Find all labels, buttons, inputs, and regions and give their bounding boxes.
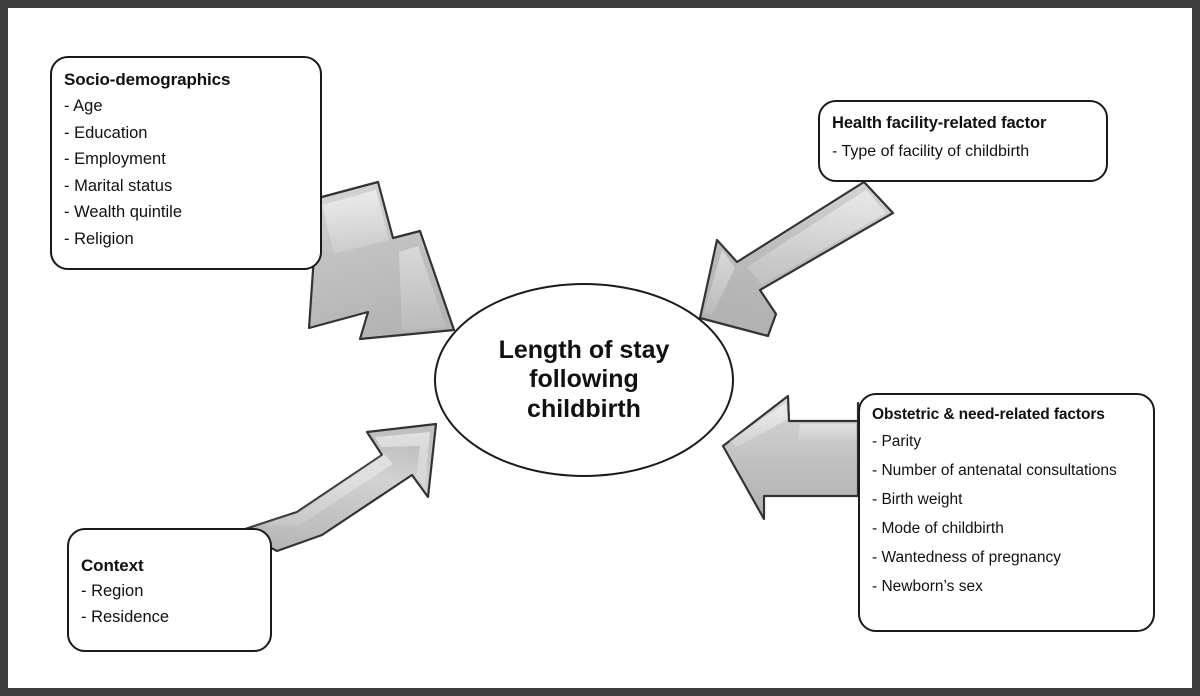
box-socio-item-employment: - Employment — [64, 150, 166, 168]
box-obstetric-title: Obstetric & need-related factors — [872, 406, 1105, 423]
arrow-socio-to-center — [307, 180, 456, 341]
arrow-context-to-center — [237, 422, 438, 553]
box-health-facility[interactable]: Health facility-related factor - Type of… — [818, 100, 1108, 182]
box-obstetric-item-wantedness: - Wantedness of pregnancy — [872, 549, 1061, 566]
box-obstetric-item-antenatal: - Number of antenatal consultations — [872, 462, 1117, 479]
center-outcome-ellipse[interactable]: Length of stay following childbirth — [434, 283, 734, 477]
box-obstetric-item-birth-weight: - Birth weight — [872, 491, 963, 508]
box-obstetric-factors[interactable]: Obstetric & need-related factors - Parit… — [858, 393, 1155, 632]
box-socio-demographics[interactable]: Socio-demographics - Age - Education - E… — [50, 56, 322, 270]
box-socio-title: Socio-demographics — [64, 70, 231, 89]
box-obstetric-item-newborn-sex: - Newborn’s sex — [872, 578, 983, 595]
box-facility-item-type-of-facility: - Type of facility of childbirth — [832, 143, 1030, 160]
box-context-title: Context — [81, 556, 144, 575]
center-outcome-label: Length of stay following childbirth — [498, 335, 670, 423]
box-socio-item-wealth-quintile: - Wealth quintile — [64, 203, 183, 221]
box-socio-item-marital-status: - Marital status — [64, 176, 173, 195]
box-facility-title: Health facility-related factor — [832, 114, 1047, 132]
box-socio-item-education: - Education — [64, 123, 148, 142]
arrow-obstetric-to-center — [721, 394, 860, 521]
box-context[interactable]: Context - Region - Residence — [67, 528, 272, 652]
box-context-item-residence: - Residence — [81, 608, 170, 626]
box-context-item-region: - Region — [81, 582, 144, 600]
box-obstetric-item-mode: - Mode of childbirth — [872, 520, 1004, 537]
box-obstetric-item-parity: - Parity — [872, 433, 922, 450]
box-socio-item-age: - Age — [64, 97, 103, 115]
arrow-facility-to-center — [698, 180, 895, 338]
box-socio-item-religion: - Religion — [64, 229, 134, 248]
